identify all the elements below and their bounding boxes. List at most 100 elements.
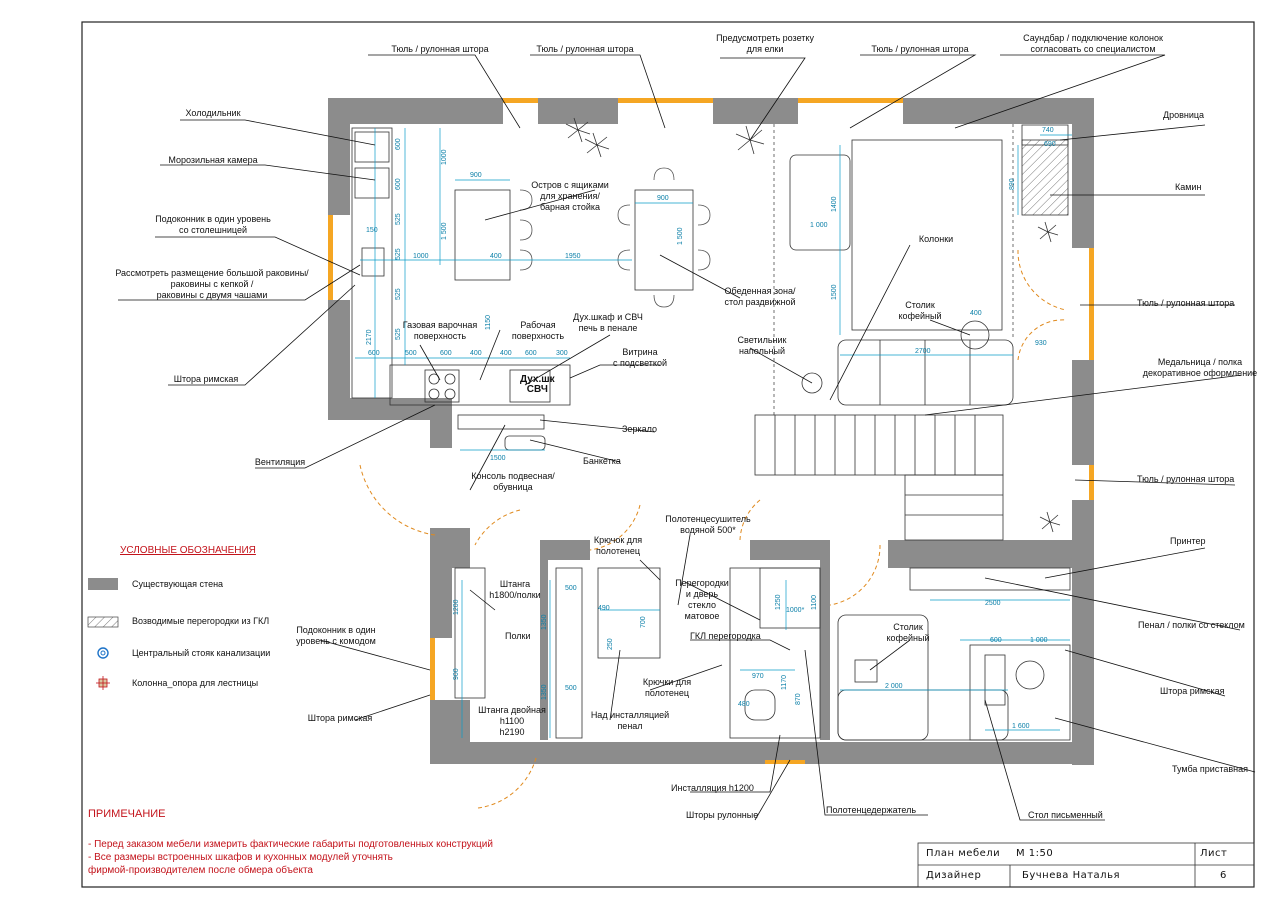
callout-towel-holder: Полотенцедержатель (826, 805, 917, 815)
callout-blinds: Шторы рулонные (686, 810, 759, 820)
callout-roman-2: Штора римская (1160, 686, 1225, 696)
svg-text:600: 600 (440, 350, 452, 357)
callout-roman-1: Штора римская (173, 374, 239, 384)
svg-text:970: 970 (752, 673, 764, 680)
dimension-lines (355, 128, 1072, 738)
callout-fridge: Холодильник (185, 108, 241, 118)
svg-text:1500: 1500 (490, 455, 506, 462)
title-sheet-number: 6 (1220, 870, 1227, 881)
callout-dining: Обеденная зона/стол раздвижной (724, 286, 796, 307)
svg-text:500: 500 (565, 685, 577, 692)
legend-item-column: Колонна_опора для лестницы (132, 678, 259, 688)
svg-text:900: 900 (453, 668, 460, 680)
svg-text:1 000: 1 000 (810, 222, 828, 229)
callout-tulle-1: Тюль / рулонная штора (391, 44, 489, 54)
svg-text:900: 900 (470, 172, 482, 179)
legend-wall-swatch (88, 578, 118, 590)
callout-console: Консоль подвесная/обувница (471, 471, 555, 492)
svg-text:600: 600 (395, 138, 402, 150)
note-line-2: - Все размеры встроенных шкафов и кухонн… (88, 852, 393, 863)
svg-text:1500: 1500 (831, 284, 838, 300)
existing-walls (328, 98, 1094, 765)
title-block-frame (917, 842, 1255, 888)
svg-text:525: 525 (395, 328, 402, 340)
svg-text:930: 930 (1035, 340, 1047, 347)
title-scale: М 1:50 (1016, 848, 1054, 859)
door-swings (359, 249, 1067, 809)
svg-text:525: 525 (395, 213, 402, 225)
note-title: ПРИМЕЧАНИЕ (88, 808, 166, 820)
callout-tulle-3: Тюль / рулонная штора (871, 44, 969, 54)
svg-text:1350: 1350 (541, 614, 548, 630)
svg-text:480: 480 (738, 701, 750, 708)
svg-text:1100: 1100 (811, 595, 818, 610)
legend-item-gkl: Возводимые перегородки из ГКЛ (132, 616, 270, 626)
callout-tulle-5: Тюль / рулонная штора (1137, 474, 1235, 484)
svg-text:1950: 1950 (565, 253, 581, 260)
svg-text:525: 525 (395, 288, 402, 300)
svg-text:1000*: 1000* (786, 607, 805, 614)
note-line-1: - Перед заказом мебели измерить фактичес… (88, 839, 493, 850)
svg-text:1 600: 1 600 (1012, 723, 1030, 730)
svg-text:250: 250 (607, 638, 614, 650)
callout-roman-3: Штора римская (307, 713, 373, 723)
callout-gkl: ГКЛ перегородка (690, 631, 761, 641)
svg-text:600: 600 (395, 178, 402, 190)
windows (328, 98, 1094, 764)
svg-text:600: 600 (990, 637, 1002, 644)
svg-text:890: 890 (1009, 178, 1016, 190)
title-sheet-name: План мебели (926, 848, 1001, 859)
callout-mirror: Зеркало (622, 424, 657, 434)
callout-bench: Банкетка (583, 456, 621, 466)
svg-text:900: 900 (657, 195, 669, 202)
svg-text:1000: 1000 (441, 149, 448, 165)
svg-text:1200: 1200 (453, 599, 460, 615)
svg-text:150: 150 (366, 227, 378, 234)
callout-tulle-2: Тюль / рулонная штора (536, 44, 634, 54)
svg-text:690: 690 (1044, 141, 1056, 148)
svg-text:500: 500 (565, 585, 577, 592)
legend-item-sewer: Центральный стояк канализации (132, 648, 271, 658)
callout-penal-glass: Пенал / полки со стеклом (1138, 620, 1245, 630)
callout-vent: Вентиляция (254, 457, 306, 467)
svg-text:300: 300 (556, 350, 568, 357)
svg-text:740: 740 (1042, 127, 1054, 134)
svg-text:400: 400 (970, 310, 982, 317)
callout-tulle-4: Тюль / рулонная штора (1137, 298, 1235, 308)
callout-shelves: Полки (505, 631, 531, 641)
svg-text:1350: 1350 (541, 684, 548, 700)
svg-text:2170: 2170 (366, 329, 373, 345)
svg-text:490: 490 (598, 605, 610, 612)
callout-nightstand: Тумба приставная (1172, 764, 1248, 774)
title-sheet-label: Лист (1200, 848, 1228, 859)
callout-printer: Принтер (1170, 536, 1206, 546)
legend-item-wall: Существующая стена (132, 579, 224, 589)
svg-text:1170: 1170 (781, 675, 788, 690)
sheet-frame (81, 21, 1255, 888)
legend-column-icon (96, 676, 110, 690)
note-line-3: фирмой-производителем после обмера объек… (88, 865, 313, 876)
svg-text:1 500: 1 500 (441, 222, 448, 240)
svg-text:2 000: 2 000 (885, 683, 903, 690)
